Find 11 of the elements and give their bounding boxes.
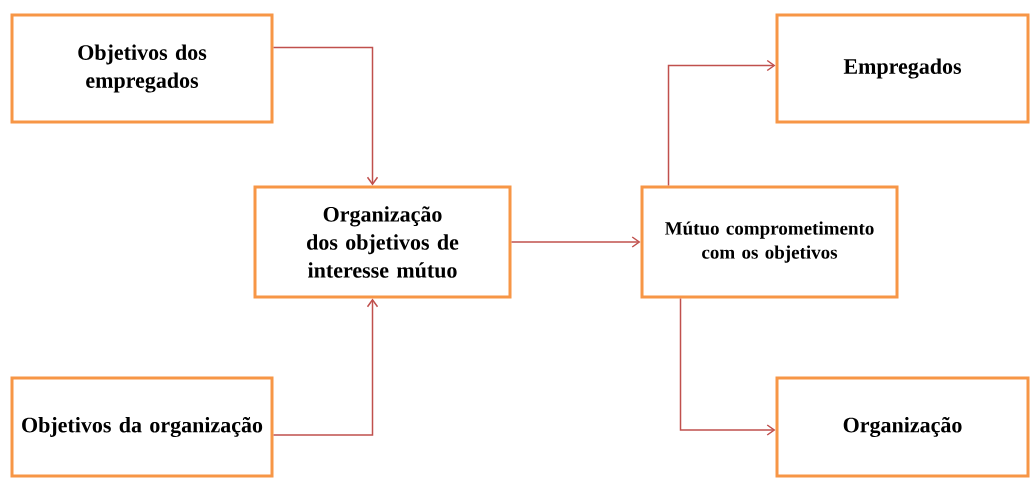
text-box: Objetivos da organização [10,376,274,478]
text-box: Organização [775,376,1030,478]
arrow [667,59,776,187]
text-box: Mútuo comprometimento com os objetivos [640,185,899,299]
text-box: Objetivos dos empregados [10,13,274,124]
arrow [272,298,379,436]
text-box: Empregados [775,13,1030,124]
arrow [510,236,641,248]
text-box: Organização dos objetivos de interesse mútuo [253,185,512,299]
arrow [272,46,379,186]
arrow [679,297,776,436]
